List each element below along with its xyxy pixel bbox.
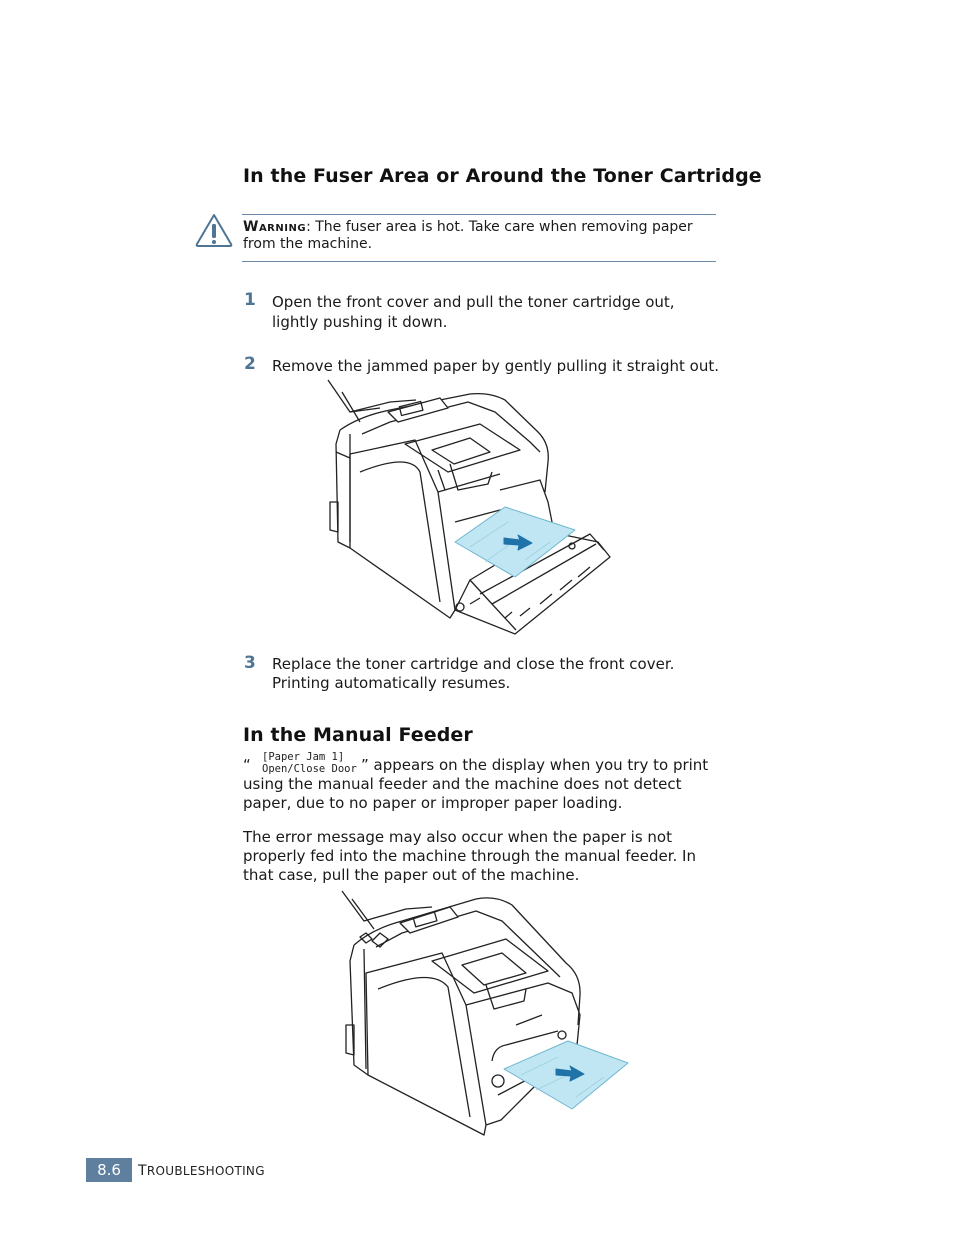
lcd-message-line2: Open/Close Door: [262, 763, 357, 775]
step-number-2: 2: [244, 354, 256, 374]
chapter-title: TROUBLESHOOTING: [138, 1163, 265, 1179]
manual-feeder-paragraph-1: ” appears on the display when you try to…: [243, 756, 709, 812]
step-text-3: Replace the toner cartridge and close th…: [272, 655, 675, 692]
step-text-2: Remove the jammed paper by gently pullin…: [272, 357, 720, 375]
section-title-fuser: In the Fuser Area or Around the Toner Ca…: [243, 165, 762, 187]
warning-box: [242, 214, 716, 262]
lcd-message-line1: [Paper Jam 1]: [262, 751, 345, 763]
section-title-manual-feeder: In the Manual Feeder: [243, 724, 473, 746]
printer-jam-manual-feeder-illustration: [341, 890, 629, 1136]
warning-message: : The fuser area is hot. Take care when …: [243, 219, 693, 252]
manual-feeder-paragraph-2: The error message may also occur when th…: [243, 828, 696, 884]
chapter-title-rest: ROUBLESHOOTING: [146, 1164, 265, 1178]
step-number-3: 3: [244, 653, 256, 673]
warning-triangle-icon: [195, 214, 233, 247]
open-quote: “: [243, 756, 251, 774]
chapter-title-initial: T: [138, 1163, 147, 1179]
step-text-1: Open the front cover and pull the toner …: [272, 293, 675, 331]
warning-text: Warning: The fuser area is hot. Take car…: [243, 219, 717, 253]
printer-jam-fuser-illustration: [327, 379, 611, 635]
step-number-1: 1: [244, 290, 256, 310]
warning-label: Warning: [243, 219, 307, 235]
page-number: 8.6: [86, 1158, 132, 1182]
